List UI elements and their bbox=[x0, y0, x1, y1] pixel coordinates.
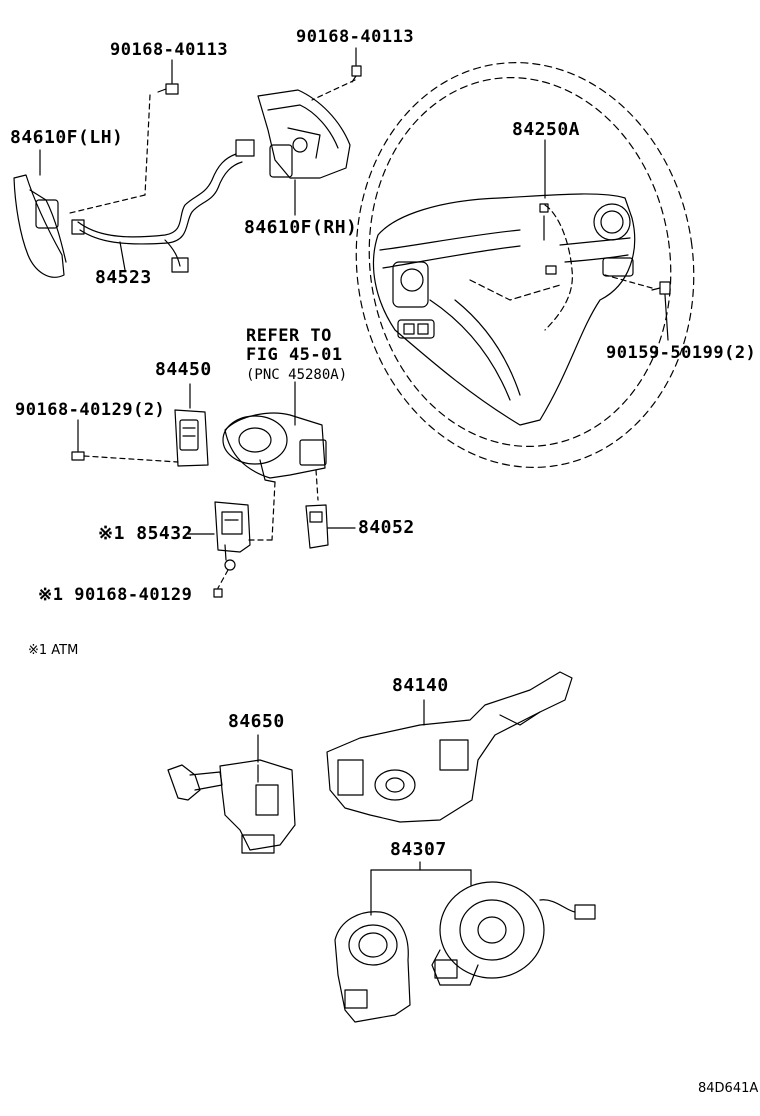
bolt-90168-40113-right bbox=[352, 66, 361, 82]
label-note-atm: ※1 ATM bbox=[28, 643, 79, 658]
label-84523: 84523 bbox=[95, 267, 152, 288]
switch-body-fig-45-01 bbox=[223, 413, 326, 482]
spiral-cable-84307 bbox=[335, 862, 595, 1022]
label-90168-40113-left: 90168-40113 bbox=[110, 40, 229, 60]
label-90168-40129-2: 90168-40129(2) bbox=[15, 400, 166, 420]
label-84650: 84650 bbox=[228, 711, 285, 732]
label-84140: 84140 bbox=[392, 675, 449, 696]
switch-84140 bbox=[327, 672, 572, 822]
label-84307: 84307 bbox=[390, 839, 447, 860]
switch-84610f-rh bbox=[258, 80, 355, 178]
bolt-90168-40129-2 bbox=[72, 452, 178, 462]
label-84610f-lh: 84610F(LH) bbox=[10, 127, 124, 148]
label-84250a: 84250A bbox=[512, 119, 581, 140]
wire-harness-84523 bbox=[72, 140, 254, 272]
bolt-90168-40129 bbox=[214, 589, 222, 597]
label-85432: ※1 85432 bbox=[98, 523, 193, 544]
bolt-90159-50199 bbox=[652, 282, 670, 294]
switch-84610f-lh bbox=[14, 175, 66, 277]
label-refer-line1: REFER TO bbox=[246, 326, 332, 346]
switch-85432 bbox=[215, 502, 250, 570]
label-90168-40129: ※1 90168-40129 bbox=[38, 585, 193, 605]
bolt-90168-40113-left bbox=[158, 84, 178, 94]
bracket-84450 bbox=[175, 410, 208, 466]
connector-84052 bbox=[306, 505, 328, 548]
label-refer-line2: FIG 45-01 bbox=[246, 345, 343, 365]
diagram-code: 84D641A bbox=[698, 1081, 759, 1096]
label-90159-50199-2: 90159-50199(2) bbox=[606, 343, 757, 363]
switch-84650 bbox=[168, 760, 295, 853]
label-84610f-rh: 84610F(RH) bbox=[244, 217, 358, 238]
label-refer-line3: (PNC 45280A) bbox=[246, 367, 348, 383]
label-84052: 84052 bbox=[358, 517, 415, 538]
steering-wheel-84250a bbox=[330, 41, 719, 490]
label-84450: 84450 bbox=[155, 359, 212, 380]
label-90168-40113-right: 90168-40113 bbox=[296, 27, 415, 47]
